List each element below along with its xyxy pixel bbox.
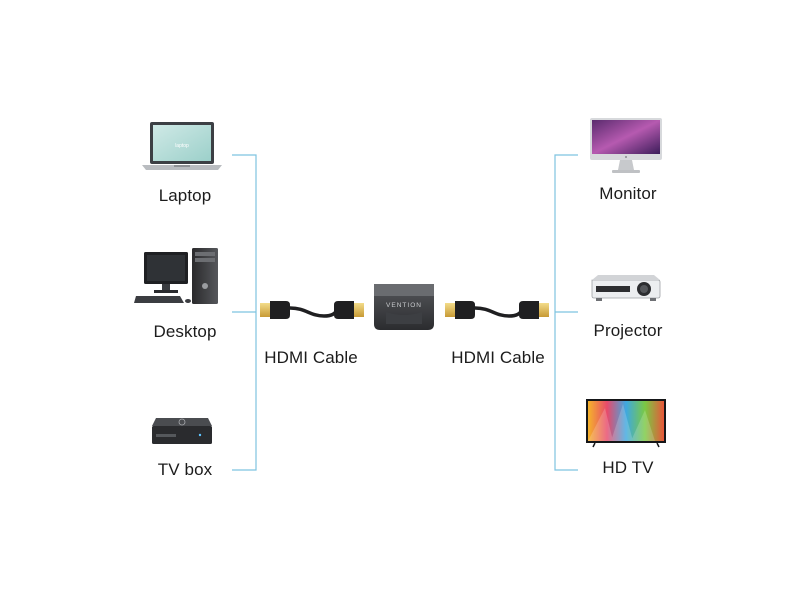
adapter-brand-text: VENTION [386, 302, 422, 309]
laptop-icon: laptop [140, 120, 224, 172]
source-label-laptop: Laptop [158, 186, 212, 205]
display-label-monitor: Monitor [599, 184, 657, 203]
projector-icon [588, 272, 664, 304]
tv-box-icon [150, 416, 214, 448]
display-label-projector: Projector [593, 321, 663, 340]
svg-text:laptop: laptop [175, 143, 189, 149]
hdmi-cable-icon [443, 292, 551, 332]
hdmi-cable-icon [258, 292, 366, 332]
hd-tv-icon [585, 398, 667, 448]
monitor-icon [588, 116, 664, 176]
source-label-desktop: Desktop [153, 322, 217, 341]
cable-label-right: HDMI Cable [451, 348, 545, 367]
cable-label-left: HDMI Cable [264, 348, 358, 367]
source-label-tv-box: TV box [157, 460, 213, 479]
display-label-hd-tv: HD TV [602, 458, 654, 477]
hdmi-coupler-icon: VENTION [370, 280, 438, 332]
desktop-computer-icon [134, 246, 224, 308]
